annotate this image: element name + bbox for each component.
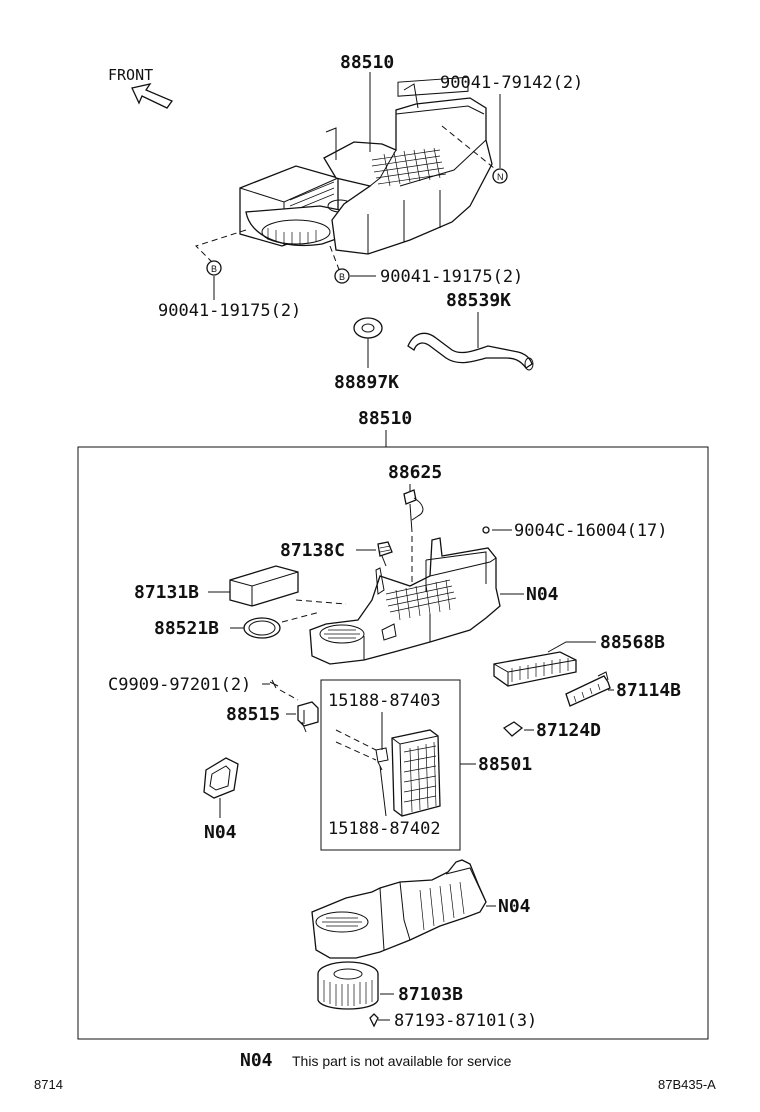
front-label: FRONT <box>108 66 153 84</box>
callout-screw-top: 90041-79142(2) <box>440 73 583 93</box>
callout-upper-case: N04 <box>526 584 559 605</box>
blower-fan-drawing <box>317 961 379 1010</box>
screw-box-icon <box>482 526 490 534</box>
callout-evaporator: 88501 <box>478 754 532 775</box>
callout-screw-box: 9004C-16004(17) <box>514 521 668 541</box>
callout-cover: 87131B <box>134 582 199 603</box>
expansion-valve-drawing <box>375 747 389 771</box>
callout-clip-small: 87124D <box>536 720 601 741</box>
callout-top-unit: 88510 <box>340 52 394 73</box>
callout-blower: 87103B <box>398 984 463 1005</box>
callout-screw-c: C9909-97201(2) <box>108 675 251 695</box>
servo-motor-drawing <box>377 541 393 567</box>
lower-case-drawing <box>311 859 487 959</box>
small-clip-drawing <box>502 721 524 737</box>
callout-sensor: 88625 <box>388 462 442 483</box>
symbol-b-left-icon <box>206 260 222 276</box>
blower-screw-icon <box>369 1013 379 1028</box>
callout-screw-b-left: 90041-19175(2) <box>158 301 301 321</box>
callout-gasket: N04 <box>204 822 237 843</box>
callout-blower-screw: 87193-87101(3) <box>394 1011 537 1031</box>
upper-case-drawing <box>309 537 501 665</box>
exploded-view-frame <box>77 446 709 1040</box>
evaporator-sub-frame <box>320 679 461 851</box>
symbol-n-letter: N <box>497 172 504 182</box>
screw-c-icon <box>269 679 279 689</box>
cover-drawing <box>229 565 299 607</box>
callout-resistor: 88515 <box>226 704 280 725</box>
air-filter-drawing <box>493 651 577 687</box>
drain-hose-drawing <box>407 332 534 371</box>
clip-bar-drawing <box>565 671 611 707</box>
note-code: N04 <box>240 1050 273 1071</box>
callout-valve-bottom: 15188-87402 <box>328 819 441 839</box>
footer-left-code: 8714 <box>34 1077 63 1092</box>
callout-seal: 88521B <box>154 618 219 639</box>
callout-grommet: 88897K <box>334 372 399 393</box>
callout-box-title: 88510 <box>358 408 412 429</box>
callout-filter: 88568B <box>600 632 665 653</box>
footer-right-code: 87B435-A <box>658 1077 716 1092</box>
callout-screw-b-right: 90041-19175(2) <box>380 267 523 287</box>
callout-lower-case: N04 <box>498 896 531 917</box>
symbol-b-right-letter: B <box>339 272 345 282</box>
sensor-drawing <box>403 489 424 586</box>
blower-resistor-drawing <box>297 701 319 733</box>
symbol-n-icon <box>492 168 508 184</box>
callout-clip-bar: 87114B <box>616 680 681 701</box>
gasket-drawing <box>203 757 239 799</box>
callout-hose: 88539K <box>446 290 511 311</box>
front-arrow-icon <box>131 83 174 109</box>
callout-valve-top: 15188-87403 <box>328 691 441 711</box>
evaporator-core-drawing <box>391 729 441 817</box>
symbol-b-left-letter: B <box>211 264 217 274</box>
heater-unit-assembly-drawing <box>195 76 495 273</box>
seal-ring-drawing <box>243 617 281 639</box>
symbol-b-right-icon <box>334 268 350 284</box>
callout-servo: 87138C <box>280 540 345 561</box>
note-text: This part is not available for service <box>292 1053 512 1069</box>
grommet-drawing <box>353 317 383 339</box>
